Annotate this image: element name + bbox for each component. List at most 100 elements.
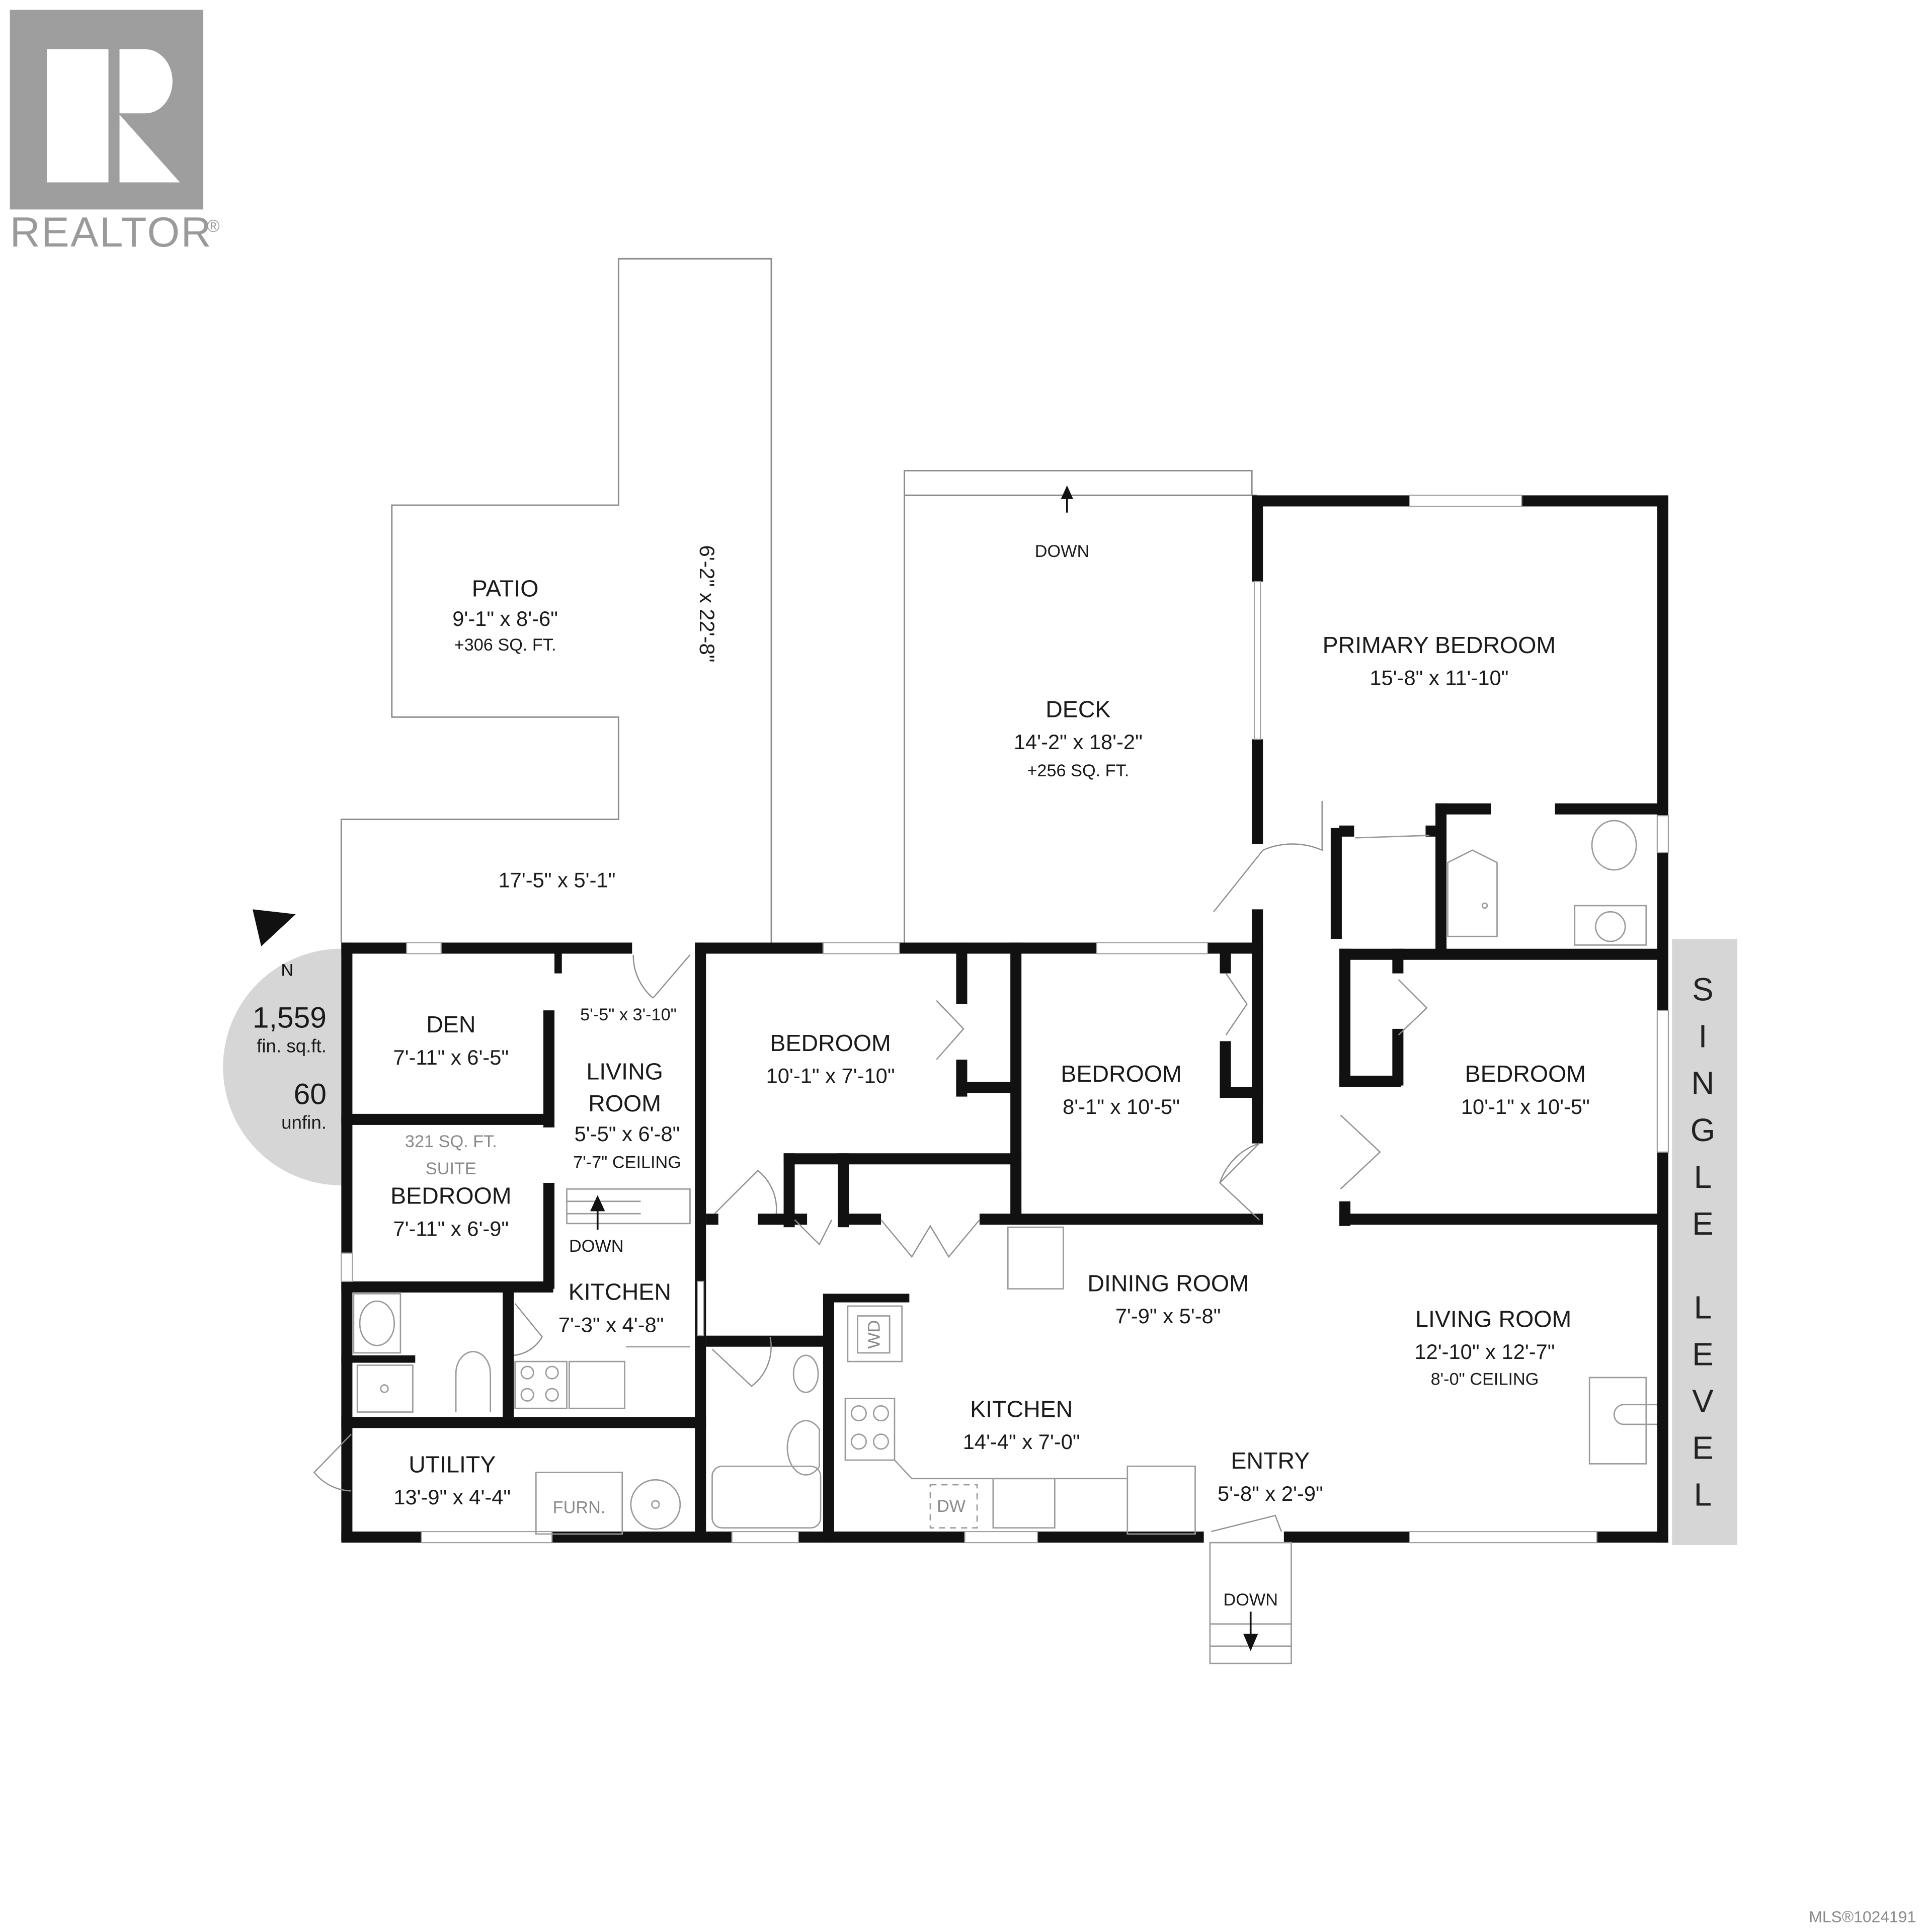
compass-north-label: N <box>281 961 293 980</box>
patio-area: +306 SQ. FT. <box>454 635 556 655</box>
patio-outline <box>340 258 772 943</box>
dishwasher-box <box>929 1484 978 1529</box>
dishwasher-label: DW <box>937 1497 966 1516</box>
washer-dryer-label: WD <box>865 1320 884 1349</box>
suite-landing-dims: 5'-5" x 3'-10" <box>580 1005 677 1024</box>
deck-label: DECK <box>1045 696 1110 722</box>
bedroom-a-dims: 10'-1" x 7'-10" <box>766 1064 895 1088</box>
bedroom-b-dims: 8'-1" x 10'-5" <box>1063 1095 1180 1118</box>
unfinished-sqft-value: 60 <box>294 1078 327 1110</box>
entry-dims: 5'-8" x 2'-9" <box>1218 1482 1323 1505</box>
svg-text:L: L <box>1694 1477 1712 1513</box>
water-heater-icon <box>630 1479 681 1530</box>
entry-stairs-label: DOWN <box>1223 1590 1278 1609</box>
svg-text:S: S <box>1692 972 1713 1008</box>
bath-toilet-icon <box>786 1420 820 1476</box>
fridge-box <box>1126 1465 1196 1535</box>
bath-sink-icon <box>792 1354 819 1393</box>
suite-living-label-line2: ROOM <box>588 1090 661 1116</box>
bedroom-b-label: BEDROOM <box>1061 1061 1181 1087</box>
patio-bottom-dims: 17'-5" x 5'-1" <box>499 868 616 892</box>
deck-outline <box>904 470 1257 943</box>
deck-dims: 14'-2" x 18'-2" <box>1014 730 1143 754</box>
fixtures <box>353 820 1657 1664</box>
bathtub-icon <box>711 1465 822 1529</box>
suite-living-dims: 5'-5" x 6'-8" <box>575 1122 680 1146</box>
den-label: DEN <box>426 1011 475 1037</box>
deck-area: +256 SQ. FT. <box>1027 761 1129 780</box>
bedroom-c-label: BEDROOM <box>1465 1061 1586 1087</box>
deck-stairs-arrow-icon <box>1061 485 1074 499</box>
svg-text:E: E <box>1692 1206 1713 1242</box>
svg-text:L: L <box>1694 1159 1712 1195</box>
fireplace-icon <box>1588 1377 1647 1465</box>
suite-bedroom-label: BEDROOM <box>390 1183 511 1209</box>
entry-stairs-arrow-icon <box>1243 1634 1258 1651</box>
patio-side-dims: 6'-2" x 22'-8" <box>695 545 719 663</box>
suite-area-note: 321 SQ. FT. <box>405 1132 497 1151</box>
exterior-walls <box>341 495 1668 1543</box>
deck-stairs-label: DOWN <box>1035 542 1090 561</box>
den-dims: 7'-11" x 6'-5" <box>393 1045 509 1069</box>
svg-text:E: E <box>1692 1336 1713 1372</box>
mls-number: MLS®1024191 <box>1809 1907 1916 1925</box>
furnace-box <box>535 1472 623 1535</box>
realtor-wordmark: REALTOR <box>10 209 213 256</box>
svg-text:G: G <box>1691 1112 1716 1148</box>
kitchen-label: KITCHEN <box>970 1396 1073 1422</box>
utility-dims: 13'-9" x 4'-4" <box>393 1485 511 1509</box>
svg-text:E: E <box>1692 1430 1713 1466</box>
north-arrow-icon <box>253 909 296 946</box>
living-room-ceiling: 8'-0" CEILING <box>1431 1370 1539 1389</box>
kitchen-dims: 14'-4" x 7'-0" <box>963 1430 1080 1454</box>
suite-bedroom-dims: 7'-11" x 6'-9" <box>393 1217 509 1240</box>
dining-room-label: DINING ROOM <box>1087 1270 1248 1297</box>
suite-stairs-label: DOWN <box>569 1237 624 1256</box>
bedroom-a-label: BEDROOM <box>770 1030 891 1056</box>
interior-walls <box>341 803 1666 1541</box>
sink-icon <box>359 1300 395 1346</box>
suite-kitchen-label: KITCHEN <box>569 1279 671 1305</box>
single-level-tag: S I N G L E L E V E L <box>1672 939 1738 1546</box>
primary-bedroom-dims: 15'-8" x 11'-10" <box>1370 666 1508 690</box>
finished-sqft-value: 1,559 <box>253 1001 327 1034</box>
shower-drain-icon <box>380 1384 389 1393</box>
living-room-dims: 12'-10" x 12'-7" <box>1414 1340 1555 1363</box>
dining-room-dims: 7'-9" x 5'-8" <box>1115 1304 1221 1328</box>
svg-text:L: L <box>1694 1290 1712 1325</box>
range-icon <box>844 1398 896 1461</box>
patio-label: PATIO <box>472 575 539 601</box>
toilet-icon <box>455 1351 492 1412</box>
suite-living-label-line1: LIVING <box>586 1058 663 1084</box>
primary-bedroom-label: PRIMARY BEDROOM <box>1323 632 1556 658</box>
suite-stairs <box>566 1188 691 1225</box>
registered-mark: ® <box>207 216 219 235</box>
utility-label: UTILITY <box>409 1452 496 1478</box>
suite-living-ceiling: 7'-7" CEILING <box>573 1153 681 1172</box>
suite-kitchen-dims: 7'-3" x 4'-8" <box>558 1313 664 1336</box>
finished-sqft-label: fin. sq.ft. <box>257 1035 327 1056</box>
corner-shower-icon <box>1447 849 1498 937</box>
entry-label: ENTRY <box>1231 1447 1310 1474</box>
main-kitchen-sink-icon <box>992 1478 1056 1529</box>
summary-badge: N 1,559 fin. sq.ft. 60 unfin. <box>223 909 342 1185</box>
suite-note-label: SUITE <box>426 1159 476 1178</box>
suite-stairs-arrow-icon <box>590 1195 605 1212</box>
living-room-label: LIVING ROOM <box>1415 1306 1571 1332</box>
primary-sink-icon <box>1595 911 1626 942</box>
svg-text:N: N <box>1691 1066 1714 1101</box>
kitchen-sink-icon <box>569 1360 625 1409</box>
primary-toilet-icon <box>1591 820 1637 871</box>
stove-icon <box>514 1360 568 1409</box>
bedroom-c-dims: 10'-1" x 10'-5" <box>1461 1095 1590 1118</box>
realtor-logo: REALTOR ® <box>10 10 220 256</box>
dining-table <box>1007 1226 1064 1290</box>
svg-text:V: V <box>1692 1384 1714 1419</box>
doors <box>313 800 1428 1533</box>
windows <box>341 495 1669 1544</box>
svg-text:I: I <box>1699 1019 1708 1055</box>
unfinished-sqft-label: unfin. <box>281 1112 327 1133</box>
furnace-label: FURN. <box>553 1498 606 1517</box>
entry-stairs <box>1209 1542 1292 1664</box>
